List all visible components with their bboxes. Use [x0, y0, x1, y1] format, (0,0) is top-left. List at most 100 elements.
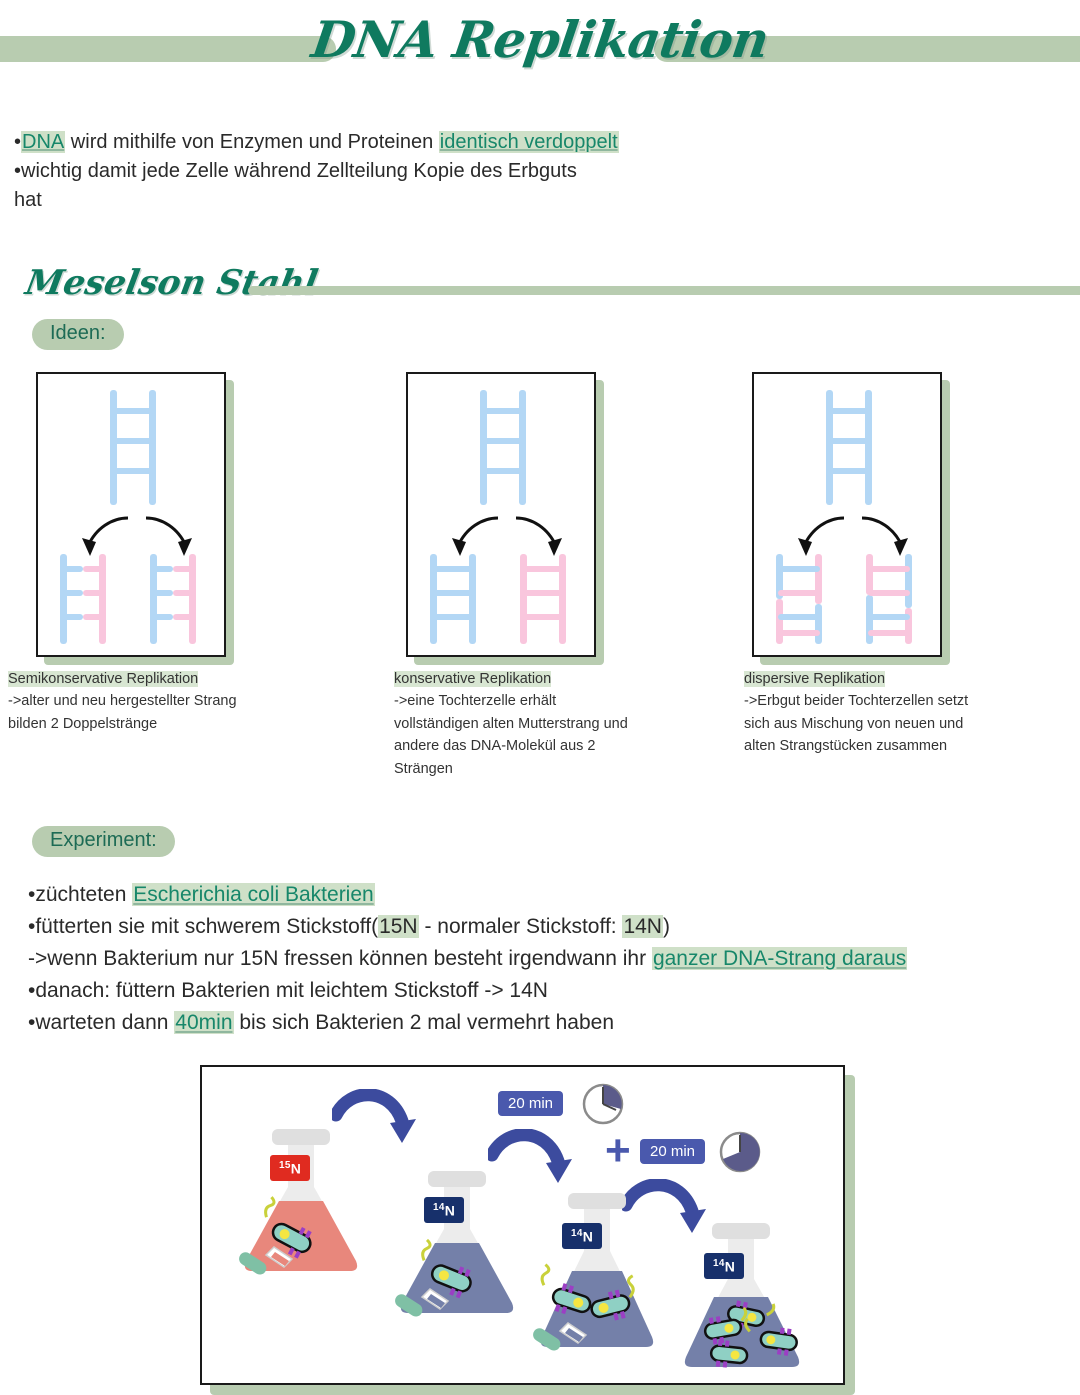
caption-body: ->Erbgut beider Tochterzellen setzt sich… — [744, 693, 969, 755]
pipette-icon — [533, 1321, 588, 1351]
exp-b2-mid: - normaler Stickstoff: — [418, 914, 623, 938]
diagram-conservative — [406, 372, 604, 665]
rail-left — [430, 554, 437, 644]
plus-symbol: + — [605, 1125, 631, 1175]
split-arrows-icon — [452, 516, 562, 556]
caption-body: ->eine Tochterzelle erhält vollständigen… — [394, 693, 628, 777]
rung-half-blue — [62, 614, 83, 620]
exp-b1-pre: •züchteten — [28, 883, 133, 906]
caption-title: dispersive Replikation — [744, 671, 886, 687]
rung — [112, 468, 154, 474]
pipette-icon — [395, 1287, 450, 1317]
pipette-icon — [239, 1245, 294, 1275]
rail-left — [110, 390, 117, 505]
caption-title: konservative Replikation — [394, 671, 552, 687]
rung — [482, 408, 524, 414]
rail-right-blue — [815, 603, 822, 644]
replication-diagrams — [0, 364, 1080, 665]
flask-4-tag: 14N — [704, 1252, 745, 1280]
n14-highlight: 14N — [622, 914, 663, 938]
exp-b2-post: ) — [662, 914, 670, 938]
intro-bullet-1-mid: wird mithilfe von Enzymen und Proteinen — [65, 131, 439, 153]
rung — [868, 614, 910, 620]
diagram-captions: Semikonservative Replikation ->alter und… — [0, 668, 1080, 798]
exp-b5-pre: •warteten dann — [28, 1010, 175, 1034]
diagram-semiconservative — [36, 372, 234, 665]
bullet-marker-1: • — [14, 131, 22, 153]
rung-half-pink — [83, 614, 104, 620]
rung-half-pink — [83, 590, 104, 596]
intro-bullets: •DNA wird mithilfe von Enzymen und Prote… — [14, 128, 1080, 215]
rail-left — [520, 554, 527, 644]
time-label-2: 20 min — [640, 1138, 706, 1164]
diagram-panel — [406, 372, 596, 657]
rail-right — [149, 390, 156, 505]
rung — [432, 566, 474, 572]
rung-half-pink — [173, 590, 194, 596]
caption-body: ->alter und neu hergestellter Strang bil… — [8, 693, 237, 732]
header-bar-left — [0, 36, 336, 62]
intro-bullet-2: •wichtig damit jede Zelle während Zellte… — [14, 160, 577, 211]
rung-half-blue — [152, 590, 173, 596]
rail-right — [519, 390, 526, 505]
caption-conservative: konservative Replikation ->eine Tochterz… — [394, 668, 704, 780]
rung — [868, 590, 910, 596]
transfer-arrow-1-icon — [332, 1088, 416, 1143]
ideen-badge: Ideen: — [32, 319, 124, 350]
flask-1-icon — [239, 1128, 358, 1275]
split-arrows-icon — [82, 516, 192, 556]
illustration-frame: 15N 14N — [200, 1064, 845, 1385]
rail-right — [189, 554, 196, 644]
flask-3-tag: 14N — [562, 1222, 603, 1250]
caption-title: Semikonservative Replikation — [8, 671, 199, 687]
rung-half-pink — [83, 566, 104, 572]
split-arrows-icon — [798, 516, 908, 556]
rail-right-pink — [905, 608, 912, 644]
rung — [432, 590, 474, 596]
rung — [522, 590, 564, 596]
flask-2-tag: 14N — [424, 1196, 465, 1224]
section-rule — [248, 286, 1080, 295]
experiment-badge-row: Experiment: — [0, 826, 1080, 857]
rung — [482, 468, 524, 474]
rail-left — [826, 390, 833, 505]
flask-3-tag-n: N — [582, 1228, 594, 1245]
flask-3-tag-sup: 14 — [571, 1227, 583, 1239]
rung — [868, 566, 910, 572]
rail-left — [60, 554, 67, 644]
transfer-arrow-3-icon — [622, 1178, 706, 1233]
parent-strand — [826, 390, 872, 505]
exp-b3-pre: ->wenn Bakterium nur 15N fressen können … — [28, 946, 652, 970]
rung — [868, 630, 910, 636]
flask-1-tag: 15N — [270, 1154, 311, 1182]
rung — [828, 438, 870, 444]
rail-left-blue — [776, 554, 783, 599]
intro-bullet-1: •DNA wird mithilfe von Enzymen und Prote… — [14, 128, 1080, 157]
flask-1-tag-sup: 15 — [279, 1159, 291, 1171]
parent-strand — [480, 390, 526, 505]
page-title: DNA Replikation — [308, 10, 772, 69]
diagram-dispersive — [752, 372, 950, 665]
flask-2-tag-n: N — [444, 1202, 456, 1219]
identisch-verdoppelt-highlight: identisch verdoppelt — [438, 131, 619, 153]
flask-3-icon — [533, 1192, 654, 1351]
rung-half-pink — [173, 614, 194, 620]
dna-link[interactable]: DNA — [21, 131, 66, 153]
experiment-illustration: 15N 14N — [200, 1064, 855, 1395]
daughter-strand-2 — [150, 554, 196, 644]
n15-highlight: 15N — [378, 914, 419, 938]
rung — [778, 590, 820, 596]
flask-4-tag-sup: 14 — [713, 1257, 725, 1269]
rung-half-blue — [62, 590, 83, 596]
daughter-strand-new — [520, 554, 566, 644]
rung — [778, 630, 820, 636]
time-label-1: 20 min — [498, 1090, 564, 1116]
rail-right — [559, 554, 566, 644]
flask-4-tag-n: N — [724, 1258, 736, 1275]
experiment-badge: Experiment: — [32, 826, 175, 857]
rung-half-blue — [152, 566, 173, 572]
rung-half-blue — [152, 614, 173, 620]
diagram-panel — [36, 372, 226, 657]
exp-b2-pre: •fütterten sie mit schwerem Stickstoff( — [28, 914, 379, 938]
flask-1-tag-n: N — [290, 1160, 302, 1177]
